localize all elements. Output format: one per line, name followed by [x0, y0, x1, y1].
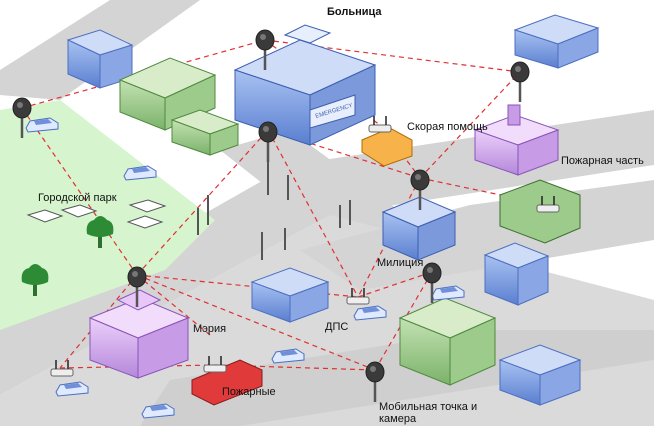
green-building-bottom [398, 297, 497, 386]
label-mobile-point: Мобильная точка и камера [379, 401, 478, 425]
label-police: Милиция [377, 257, 424, 269]
traffic-lights [197, 160, 351, 260]
router-icon [368, 115, 392, 133]
blue-building-top-left [66, 29, 134, 89]
label-fire-crews: Пожарные [222, 386, 276, 398]
fire-truck-vehicle [191, 359, 263, 406]
police-building [381, 196, 457, 261]
label-city-hall: Мэрия [193, 323, 227, 335]
label-city-park: Городской парк [38, 192, 117, 204]
label-fire-station: Пожарная часть [561, 155, 644, 167]
city-park-area [0, 100, 215, 330]
hospital-building: EMERGENCY [233, 24, 377, 146]
city-hall-building [88, 289, 190, 379]
fire-station-building [473, 104, 560, 176]
blue-building-center [250, 267, 330, 323]
blue-building-bottom-right [498, 344, 582, 406]
label-hospital: Больница [327, 6, 382, 18]
green-building-small [170, 109, 240, 156]
camera-icon [509, 60, 531, 104]
label-ambulance: Скорая помощь [407, 121, 488, 133]
blue-building-top-right [513, 14, 600, 69]
park-tables [26, 199, 167, 229]
label-traffic-police: ДПС [325, 321, 349, 333]
green-building-top [118, 57, 217, 131]
network-links [21, 39, 549, 371]
blue-building-right [483, 242, 550, 306]
